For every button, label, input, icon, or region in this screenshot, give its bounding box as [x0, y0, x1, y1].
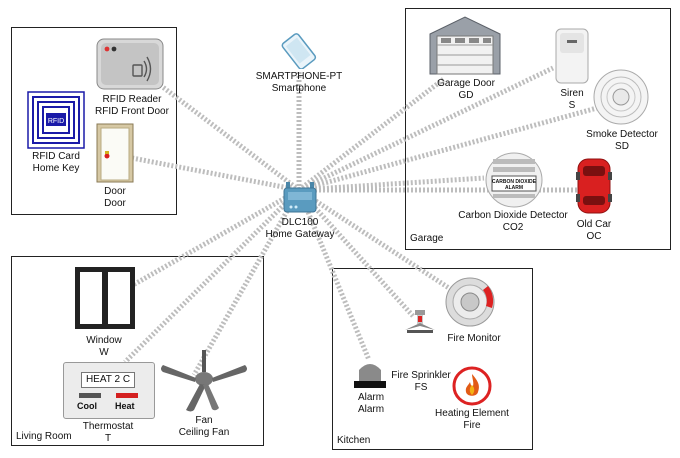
door-icon[interactable]: [95, 123, 135, 183]
zone-garage-label: Garage: [410, 233, 444, 244]
link-thermostat: [123, 188, 301, 364]
thermostat-name: Thermostat: [82, 421, 134, 432]
garage-door-icon[interactable]: [428, 14, 502, 76]
co2-detector-icon[interactable]: CARBON DIOXIDE ALARM: [484, 151, 544, 209]
thermostat-heat-label: Heat: [115, 401, 135, 411]
rfid-card-icon[interactable]: RFID: [27, 91, 85, 149]
fire-sprinkler-icon[interactable]: [403, 310, 437, 336]
alarm-icon[interactable]: [352, 357, 388, 389]
link-siren: [297, 65, 555, 193]
fire-monitor-name: Fire Monitor: [447, 333, 501, 344]
link-fan: [191, 188, 302, 377]
rfid-reader-icon[interactable]: [95, 37, 165, 91]
gateway-name: DLC100: [281, 217, 319, 228]
thermostat-cool-label: Cool: [77, 401, 97, 411]
window-type: W: [99, 347, 109, 358]
rfid-reader-type: RFID Front Door: [95, 106, 169, 117]
siren-name: Siren: [560, 88, 584, 99]
gateway-type: Home Gateway: [265, 229, 335, 240]
home-gateway-icon[interactable]: [282, 178, 318, 216]
zone-top-left: [11, 27, 177, 215]
smartphone-icon[interactable]: [274, 31, 324, 69]
door-type: Door: [104, 198, 126, 209]
rfid-reader-name: RFID Reader: [102, 94, 162, 105]
old-car-icon[interactable]: [575, 156, 613, 216]
smartphone-type: Smartphone: [271, 83, 327, 94]
fire-monitor-icon[interactable]: [444, 276, 496, 328]
co2-face-line1: CARBON DIOXIDE: [492, 179, 537, 185]
alarm-name: Alarm: [357, 392, 385, 403]
smartphone-name: SMARTPHONE-PT: [255, 71, 343, 82]
smoke-detector-name: Smoke Detector: [586, 129, 658, 140]
link-fire-monitor: [297, 187, 454, 293]
rfid-card-name: RFID Card: [32, 151, 80, 162]
link-alarm: [296, 189, 372, 361]
co2-face-line2: ALARM: [505, 185, 523, 191]
garage-door-type: GD: [458, 90, 474, 101]
link-rfid-reader: [158, 83, 301, 192]
fan-type: Ceiling Fan: [178, 427, 230, 438]
fire-sprinkler-name: Fire Sprinkler: [391, 370, 451, 381]
thermostat-type: T: [104, 433, 112, 444]
zone-kitchen: [332, 268, 533, 450]
heating-element-icon[interactable]: [452, 366, 492, 406]
heating-element-name: Heating Element: [435, 408, 509, 419]
siren-icon[interactable]: [552, 27, 592, 85]
link-smoke-detector: [298, 105, 598, 193]
old-car-name: Old Car: [576, 219, 612, 230]
window-icon[interactable]: [74, 266, 136, 330]
door-name: Door: [104, 186, 126, 197]
fire-sprinkler-type: FS: [414, 382, 428, 393]
co2-detector-name: Carbon Dioxide Detector: [458, 210, 568, 221]
link-door: [131, 155, 300, 193]
rfid-badge: RFID: [48, 118, 64, 125]
link-co2: [298, 175, 485, 193]
alarm-type: Alarm: [357, 404, 385, 415]
window-name: Window: [86, 335, 122, 346]
zone-garage: [405, 8, 671, 250]
co2-detector-type: CO2: [502, 222, 524, 233]
garage-door-name: Garage Door: [437, 78, 495, 89]
zone-living-room: [11, 256, 264, 446]
siren-type: S: [568, 100, 576, 111]
link-fire-sprinkler: [297, 188, 415, 318]
zone-kitchen-label: Kitchen: [337, 435, 371, 446]
ceiling-fan-icon[interactable]: [159, 350, 249, 412]
rfid-card-type: Home Key: [32, 163, 80, 174]
link-garage-door: [297, 76, 447, 192]
thermostat-heat-indicator: [116, 393, 138, 398]
old-car-type: OC: [586, 231, 602, 242]
heating-element-type: Fire: [463, 420, 481, 431]
smoke-detector-icon[interactable]: [592, 68, 650, 126]
fan-name: Fan: [195, 415, 213, 426]
thermostat-display: HEAT 2 C: [81, 372, 135, 388]
zone-living-room-label: Living Room: [16, 431, 72, 442]
smoke-detector-type: SD: [615, 141, 629, 152]
thermostat-cool-indicator: [79, 393, 101, 398]
thermostat-device[interactable]: HEAT 2 C Cool Heat: [63, 362, 155, 419]
